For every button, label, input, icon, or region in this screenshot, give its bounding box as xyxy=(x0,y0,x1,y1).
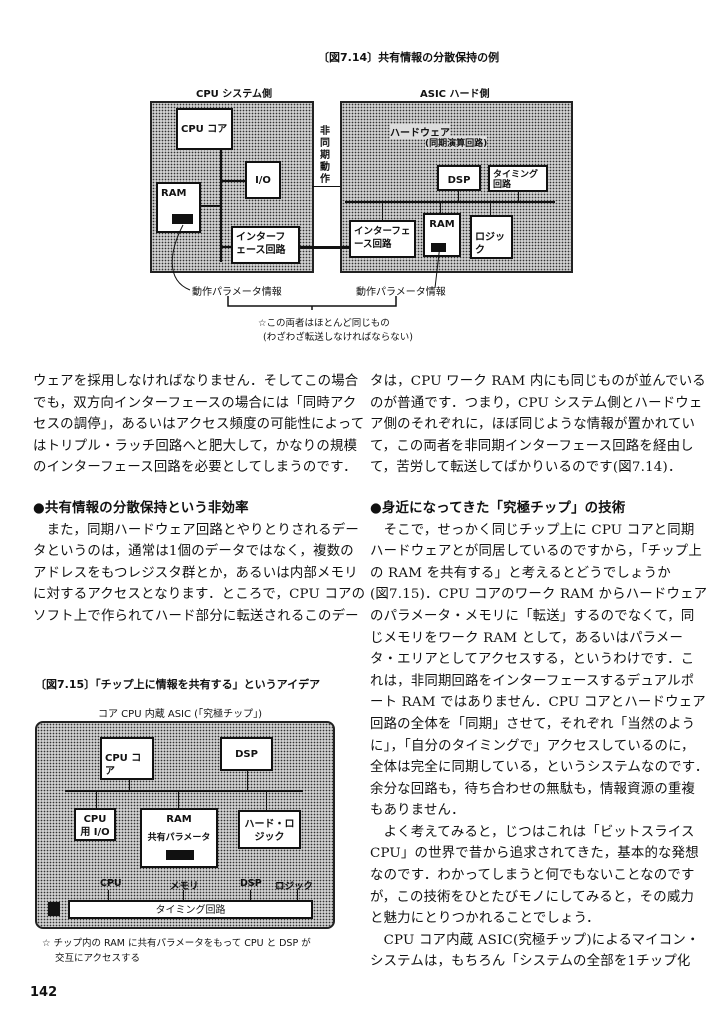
text-line: ア側のそれぞれに，ほぼ同じような情報が置かれてい xyxy=(370,417,696,433)
hard-logic-box: ハード・ロジック xyxy=(238,810,301,849)
right-column: タは，CPU ワーク RAM 内にも同じものが並んでいる のが普通です．つまり，… xyxy=(370,371,708,973)
sync-circuit-label: (同期演算回路) xyxy=(425,136,488,149)
text-line: ソフト上で作られてハード部分に転送されるこのデー xyxy=(33,608,359,624)
ram-box-right: RAM xyxy=(423,213,461,257)
ram-box: RAM xyxy=(156,182,201,233)
io-box: I/O xyxy=(245,161,281,199)
cpu-core-box: CPU コア xyxy=(176,108,233,150)
cpu-io-box: CPU 用 I/O xyxy=(74,808,116,841)
cpu-core-box: CPU コア xyxy=(100,737,154,780)
figure-note: ☆この両者はほとんど同じもの xyxy=(258,318,390,329)
figure-note: ☆ チップ内の RAM に共有パラメータをもって CPU と DSP が xyxy=(42,938,311,949)
text-line: のが普通です．つまり，CPU システム側とハードウェ xyxy=(370,395,703,411)
logic-box: ロジック xyxy=(470,215,513,259)
param-info-left: 動作パラメータ情報 xyxy=(192,287,282,298)
async-label: 非同期動作 xyxy=(320,126,330,185)
text-line: のパラメータ・メモリに「転送」するのでなくて，同 xyxy=(370,608,695,624)
text-line: そこで，せっかく同じチップ上に CPU コアと同期 xyxy=(370,522,695,538)
text-line: 全体は完全に同期している，というシステムなのです． xyxy=(370,760,709,776)
asic-side-header: ASIC ハード側 xyxy=(420,89,490,100)
dsp-box: DSP xyxy=(437,165,481,191)
text-line: タ・エリアとしてアクセスする，というわけです．こ xyxy=(370,652,695,668)
figure-subtitle: コア CPU 内蔵 ASIC (「究極チップ」) xyxy=(98,709,262,720)
logic-label: ロジック xyxy=(275,881,314,892)
interface-box-left: インターフェース回路 xyxy=(231,226,300,264)
text-line: はトリプル・ラッチ回路へと肥大して，かなりの規模 xyxy=(33,438,358,454)
text-line: もありません． xyxy=(370,803,465,819)
text-line: の RAM を共有する」と考えるとどうでしょうか xyxy=(370,565,671,581)
figure-caption: 〔図7.14〕共有情報の分散保持の例 xyxy=(318,51,500,64)
text-line: CPU コア内蔵 ASIC(究極チップ)によるマイコン・ xyxy=(370,932,700,948)
cpu-label: CPU xyxy=(100,878,122,889)
timing-bar: タイミング回路 xyxy=(68,900,313,919)
section-heading: ●共有情報の分散保持という非効率 xyxy=(33,499,249,516)
text-line: ート RAM ではありません．CPU コアとハードウェア xyxy=(370,695,706,711)
figure-note: 交互にアクセスする xyxy=(55,953,141,964)
cpu-side-header: CPU システム側 xyxy=(196,89,272,100)
left-column: ウェアを採用しなければなりません．そしてこの場合 でも，双方向インターフェースの… xyxy=(33,371,365,628)
text-line: ハードウェアとが同居しているのですから，「チップ上 xyxy=(370,544,702,560)
text-line: て，この両者を非同期インターフェース回路を経由し xyxy=(370,438,694,454)
text-line: 余分な回路も，待ち合わせの無駄も，情報資源の重複 xyxy=(370,781,696,797)
text-line: れは，非同期回路をインターフェースするデュアルポ xyxy=(370,673,695,689)
text-line: (図7.15)．CPU コアのワーク RAM からハードウェア xyxy=(370,587,708,603)
text-line: じメモリをワーク RAM として，あるいはパラメー xyxy=(370,630,684,646)
figure-note: (わざわざ転送しなければならない) xyxy=(263,332,413,343)
text-line: タというのは，通常は1個のデータではなく，複数の xyxy=(33,544,354,560)
text-line: のインターフェース回路を必要としてしまうのです． xyxy=(33,460,357,476)
interface-box-right: インターフェース回路 xyxy=(349,220,416,258)
memory-label: メモリ xyxy=(170,881,199,892)
text-line: アドレスをもつレジスタ群とか，あるいは内部メモリ xyxy=(33,565,358,581)
page-number: 142 xyxy=(30,985,58,1000)
text-line: に」，「自分のタイミングで」アクセスしているのに， xyxy=(370,738,695,754)
leader-lines xyxy=(171,224,441,310)
text-line: よく考えてみると，じつはこれは「ビットスライス xyxy=(370,824,695,840)
text-line: 回路の全体を「同期」させて，それぞれ「当然のよう xyxy=(370,716,696,732)
hardware-label: ハードウェア xyxy=(390,124,450,139)
dsp-label: DSP xyxy=(240,878,262,889)
text-line: て，苦労して転送してばかりいるのです(図7.14)． xyxy=(370,460,682,476)
dsp-box: DSP xyxy=(220,737,273,771)
text-line: システムは，もちろん「システムの全部を1チップ化 xyxy=(370,954,691,970)
timing-box: タイミング回路 xyxy=(488,165,548,192)
text-line: なのです．わかってしまうと何でもないことなのです xyxy=(370,868,695,884)
text-line: タは，CPU ワーク RAM 内にも同じものが並んでいる xyxy=(370,374,706,389)
figure-caption: 〔図7.15〕「チップ上に情報を共有する」というアイデア xyxy=(35,678,321,691)
text-line: CPU」の世界で昔から追求されてきた，基本的な発想 xyxy=(370,846,699,862)
text-line: ウェアを採用しなければなりません．そしてこの場合 xyxy=(33,374,359,389)
text-line: が，この技術をひとたびモノにしてみると，その威力 xyxy=(370,889,695,905)
text-line: に対するアクセスとなります．ところで，CPU コアの xyxy=(33,587,366,603)
param-info-right: 動作パラメータ情報 xyxy=(356,287,446,298)
text-line: と魅力にとりつかれることでしょう． xyxy=(370,911,600,927)
text-line: セスの調停」，あるいはアクセス頻度の可能性によって xyxy=(33,417,365,433)
text-line: でも，双方向インターフェースの場合には「同時アク xyxy=(33,395,357,411)
text-line: また，同期ハードウェア回路とやりとりされるデー xyxy=(33,522,359,538)
section-heading: ●身近になってきた「究極チップ」の技術 xyxy=(370,499,626,516)
clock-icon xyxy=(48,902,60,916)
